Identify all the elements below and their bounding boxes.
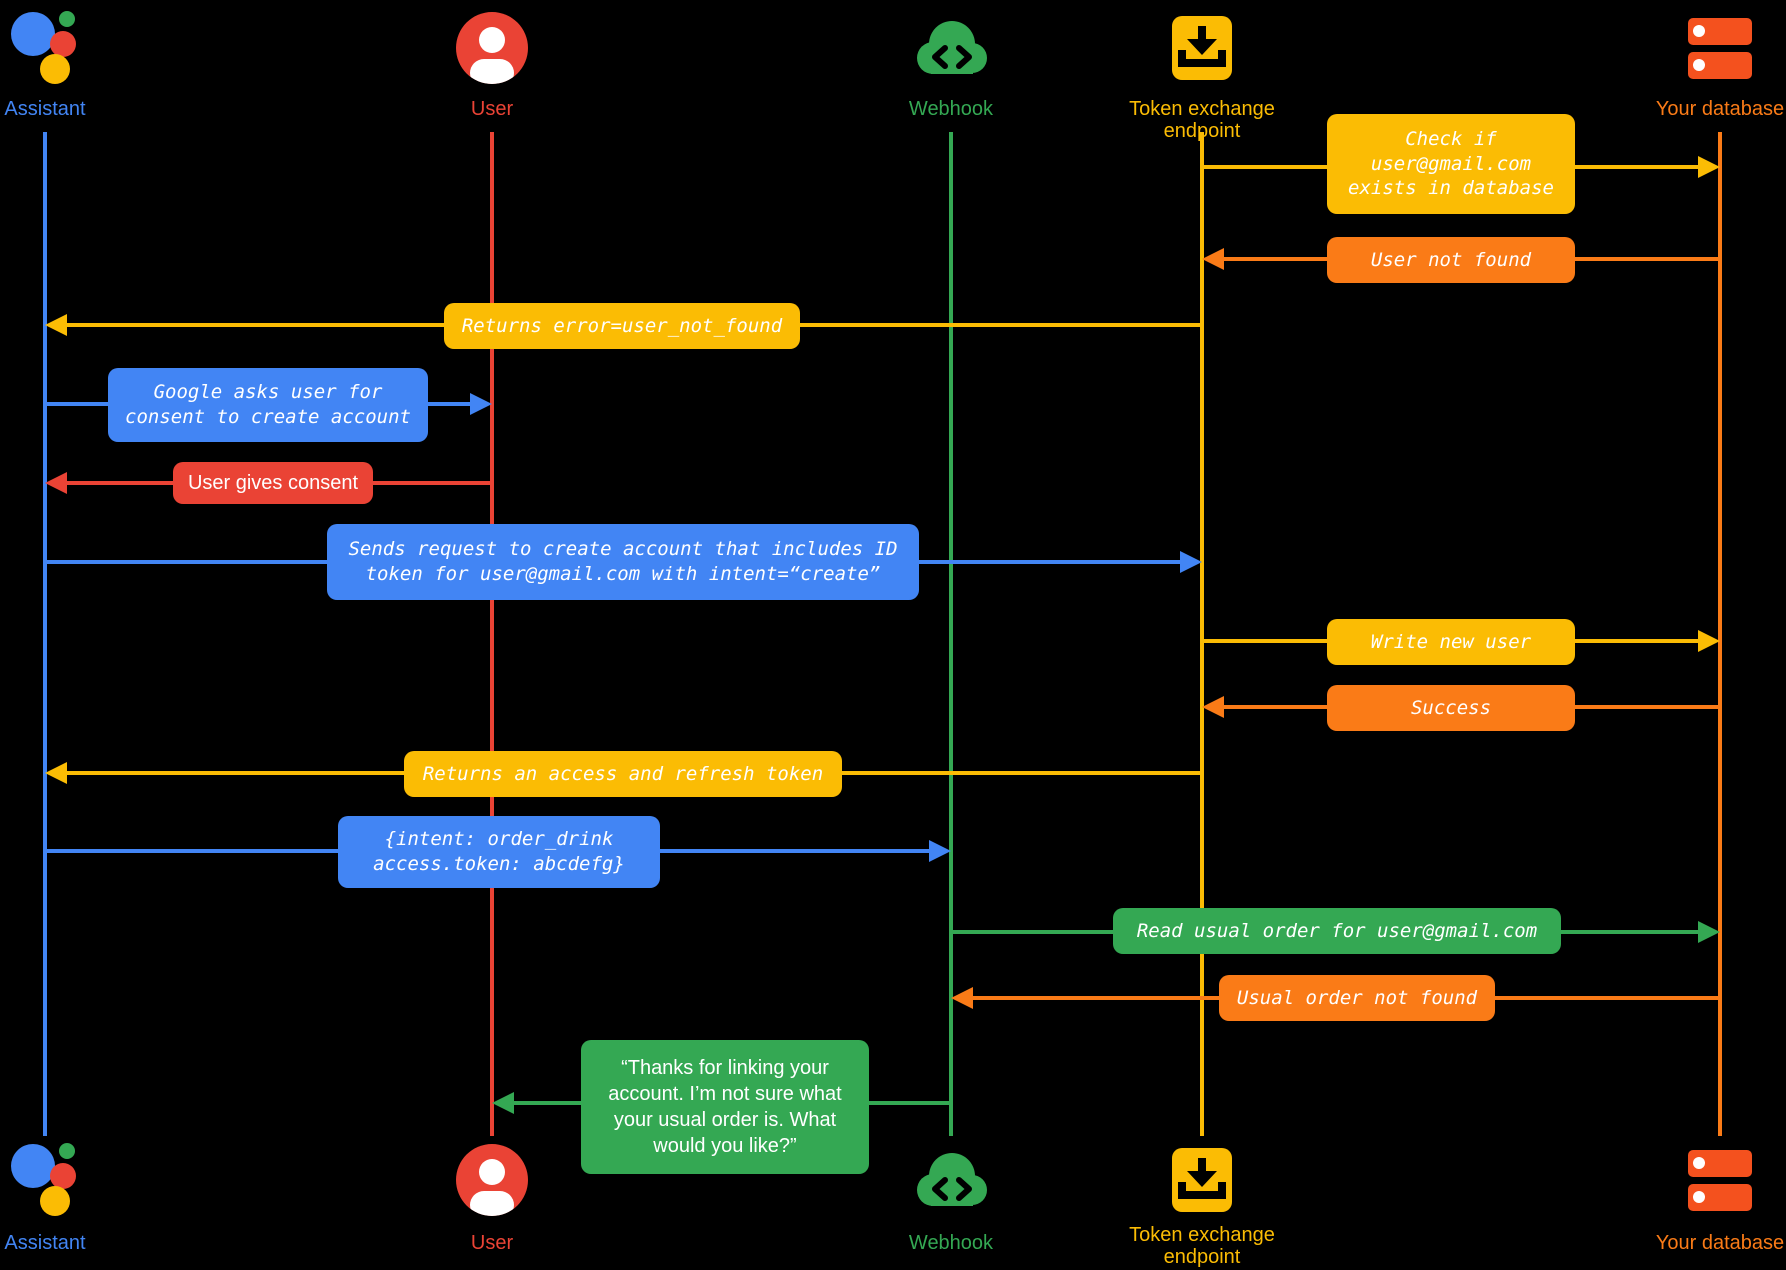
arrowhead-create-account-request — [1180, 551, 1202, 573]
arrowhead-user-gives-consent — [45, 472, 67, 494]
actor-label-webhook: Webhook — [908, 1232, 994, 1254]
actor-label-database: Your database — [1655, 1232, 1785, 1254]
arrowhead-check-user — [1698, 156, 1720, 178]
arrowhead-write-new-user — [1698, 630, 1720, 652]
webhook-cloud-icon — [909, 1138, 993, 1222]
actor-label-assistant: Assistant — [4, 98, 86, 120]
message-thanks-reply: “Thanks for linking your account. I’m no… — [581, 1040, 869, 1174]
message-consent-request: Google asks user for consent to create a… — [108, 368, 428, 442]
arrowhead-read-usual-order — [1698, 921, 1720, 943]
arrowhead-returns-tokens — [45, 762, 67, 784]
message-user-not-found: User not found — [1327, 237, 1575, 283]
token-exchange-icon — [1160, 6, 1244, 90]
actor-label-user: User — [470, 1232, 514, 1254]
actor-label-webhook: Webhook — [908, 98, 994, 120]
message-create-account-request: Sends request to create account that inc… — [327, 524, 919, 600]
assistant-icon — [3, 6, 87, 90]
webhook-cloud-icon — [909, 6, 993, 90]
lifeline-user — [490, 132, 494, 1136]
message-intent-order-drink: {intent: order_drink access.token: abcde… — [338, 816, 660, 888]
message-success: Success — [1327, 685, 1575, 731]
lifeline-assistant — [43, 132, 47, 1136]
actor-label-token-exchange: Token exchange endpoint — [1129, 98, 1275, 142]
arrowhead-user-not-found — [1202, 248, 1224, 270]
arrowhead-returns-error — [45, 314, 67, 336]
actor-label-user: User — [470, 98, 514, 120]
lifeline-database — [1718, 132, 1722, 1136]
arrowhead-intent-order-drink — [929, 840, 951, 862]
message-check-user: Check if user@gmail.com exists in databa… — [1327, 114, 1575, 214]
lifeline-token-exchange — [1200, 132, 1204, 1136]
lifeline-webhook — [949, 132, 953, 1136]
database-icon — [1678, 6, 1762, 90]
actor-label-token-exchange: Token exchange endpoint — [1129, 1224, 1275, 1268]
database-icon — [1678, 1138, 1762, 1222]
actor-label-database: Your database — [1655, 98, 1785, 120]
arrowhead-thanks-reply — [492, 1092, 514, 1114]
arrowhead-usual-order-not-found — [951, 987, 973, 1009]
actor-label-assistant: Assistant — [4, 1232, 86, 1254]
message-user-gives-consent: User gives consent — [173, 462, 373, 504]
arrowhead-consent-request — [470, 393, 492, 415]
user-icon — [450, 1138, 534, 1222]
token-exchange-icon — [1160, 1138, 1244, 1222]
user-icon — [450, 6, 534, 90]
message-read-usual-order: Read usual order for user@gmail.com — [1113, 908, 1561, 954]
message-returns-error: Returns error=user_not_found — [444, 303, 800, 349]
message-returns-tokens: Returns an access and refresh token — [404, 751, 842, 797]
assistant-icon — [3, 1138, 87, 1222]
message-usual-order-not-found: Usual order not found — [1219, 975, 1495, 1021]
message-write-new-user: Write new user — [1327, 619, 1575, 665]
arrowhead-success — [1202, 696, 1224, 718]
